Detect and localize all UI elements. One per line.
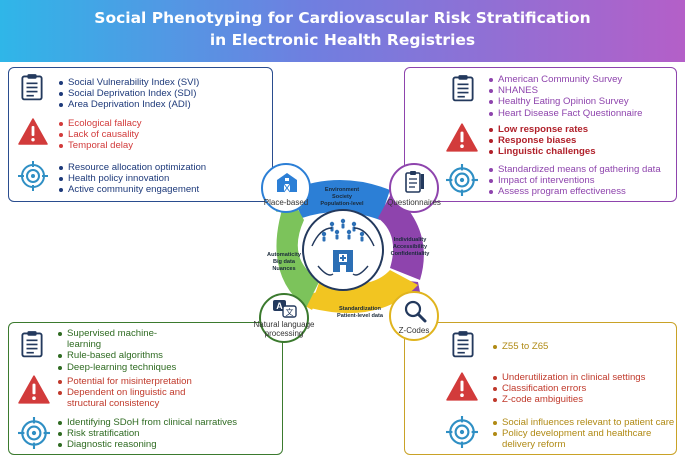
title-line-2: in Electronic Health Registries: [209, 31, 476, 49]
list-item: Health policy innovation: [59, 173, 206, 184]
list-item: Deep-learning techniques: [58, 362, 176, 373]
questionnaires-limitations: Low response rates Response biases Lingu…: [489, 124, 596, 158]
zcodes-label: Z-Codes: [398, 326, 430, 335]
zcodes-applications: Social influences relevant to patient ca…: [493, 417, 674, 451]
magnifier-icon: [404, 300, 427, 323]
target-icon: [446, 416, 478, 448]
place-based-applications: Resource allocation optimization Health …: [59, 162, 206, 196]
questionnaires-node: Questionnaires: [387, 163, 441, 213]
place-based-panel: [8, 67, 273, 202]
nlp-applications: Identifying SDoH from clinical narrative…: [58, 417, 237, 451]
place-based-label: Place-based: [263, 198, 309, 207]
list-item: Low response rates: [489, 124, 596, 135]
questionnaires-applications: Standardized means of gathering data Imp…: [489, 164, 661, 198]
hub-diagram: [276, 180, 424, 314]
zcodes-node: Z-Codes: [389, 291, 439, 341]
list-item: Policy development and healthcare: [493, 428, 674, 439]
place-based-segment: [290, 180, 390, 220]
clipboard-icon: [21, 73, 43, 101]
list-item: American Community Survey: [489, 74, 643, 85]
list-item: Underutilization in clinical settings: [493, 372, 645, 383]
list-item: Healthy Eating Opinion Survey: [489, 96, 643, 107]
questionnaires-data-sources: American Community Survey NHANES Healthy…: [489, 74, 643, 119]
list-item: Area Deprivation Index (ADI): [59, 99, 199, 110]
nlp-panel: [8, 322, 283, 455]
list-item: Heart Disease Fact Questionnaire: [489, 108, 643, 119]
warning-icon: [18, 375, 50, 404]
people-hospital-icon: [311, 218, 375, 276]
place-based-limitations: Ecological fallacy Lack of causality Tem…: [59, 118, 142, 152]
list-item: Social influences relevant to patient ca…: [493, 417, 674, 428]
warning-icon: [446, 123, 478, 152]
place-based-node: Place-based: [261, 163, 311, 213]
questionnaires-segment: [378, 192, 424, 280]
list-item: Lack of causality: [59, 129, 142, 140]
list-item: Ecological fallacy: [59, 118, 142, 129]
list-item: learning: [67, 339, 102, 351]
list-item: delivery reform: [502, 439, 566, 451]
list-item: Linguistic challenges: [489, 146, 596, 157]
clipboard-icon: [21, 330, 43, 358]
list-item: Dependent on linguistic and: [58, 387, 192, 398]
clipboard-pencil-icon: [405, 171, 424, 193]
clipboard-icon: [452, 74, 474, 102]
list-item: Supervised machine-: [58, 328, 176, 339]
list-item: Rule-based algorithms: [58, 350, 176, 361]
warning-icon: [18, 118, 48, 145]
zcodes-limitations: Underutilization in clinical settings Cl…: [493, 372, 645, 406]
place-based-data-sources: Social Vulnerability Index (SVI) Social …: [59, 77, 199, 111]
svg-text:A: A: [276, 301, 283, 311]
list-item: Impact of interventions: [489, 175, 661, 186]
clipboard-icon: [452, 330, 474, 358]
list-item: structural consistency: [67, 398, 160, 410]
list-item: Assess program effectiveness: [489, 186, 661, 197]
list-item: Z-code ambiguities: [493, 394, 645, 405]
nlp-data-sources: Supervised machine- learning Rule-based …: [58, 328, 176, 373]
zcodes-data-sources: Z55 to Z65: [493, 341, 548, 352]
list-item: Standardized means of gathering data: [489, 164, 661, 175]
nlp-limitations: Potential for misinterpretation Dependen…: [58, 376, 192, 410]
list-item: Potential for misinterpretation: [58, 376, 192, 387]
list-item: Active community engagement: [59, 184, 206, 195]
barn-icon: [277, 173, 297, 193]
list-item: Classification errors: [493, 383, 645, 394]
list-item: Response biases: [489, 135, 596, 146]
warning-icon: [446, 372, 478, 401]
list-item: Z55 to Z65: [493, 341, 548, 352]
list-item: Risk stratification: [58, 428, 237, 439]
list-item: Resource allocation optimization: [59, 162, 206, 173]
list-item: Diagnostic reasoning: [58, 439, 237, 450]
title-banner: Social Phenotyping for Cardiovascular Ri…: [0, 0, 685, 62]
zcodes-segment: [310, 270, 418, 314]
list-item: Social Vulnerability Index (SVI): [59, 77, 199, 88]
svg-text:文: 文: [286, 307, 294, 317]
title-line-1: Social Phenotyping for Cardiovascular Ri…: [94, 9, 591, 27]
nlp-segment: [276, 192, 320, 308]
list-item: Social Deprivation Index (SDI): [59, 88, 199, 99]
list-item: Identifying SDoH from clinical narrative…: [58, 417, 237, 428]
list-item: Temporal delay: [59, 140, 142, 151]
list-item: NHANES: [489, 85, 643, 96]
questionnaires-label: Questionnaires: [387, 198, 441, 207]
target-icon: [18, 161, 48, 191]
translate-icon: A 文: [273, 300, 297, 318]
target-icon: [446, 164, 478, 196]
target-icon: [18, 417, 50, 449]
